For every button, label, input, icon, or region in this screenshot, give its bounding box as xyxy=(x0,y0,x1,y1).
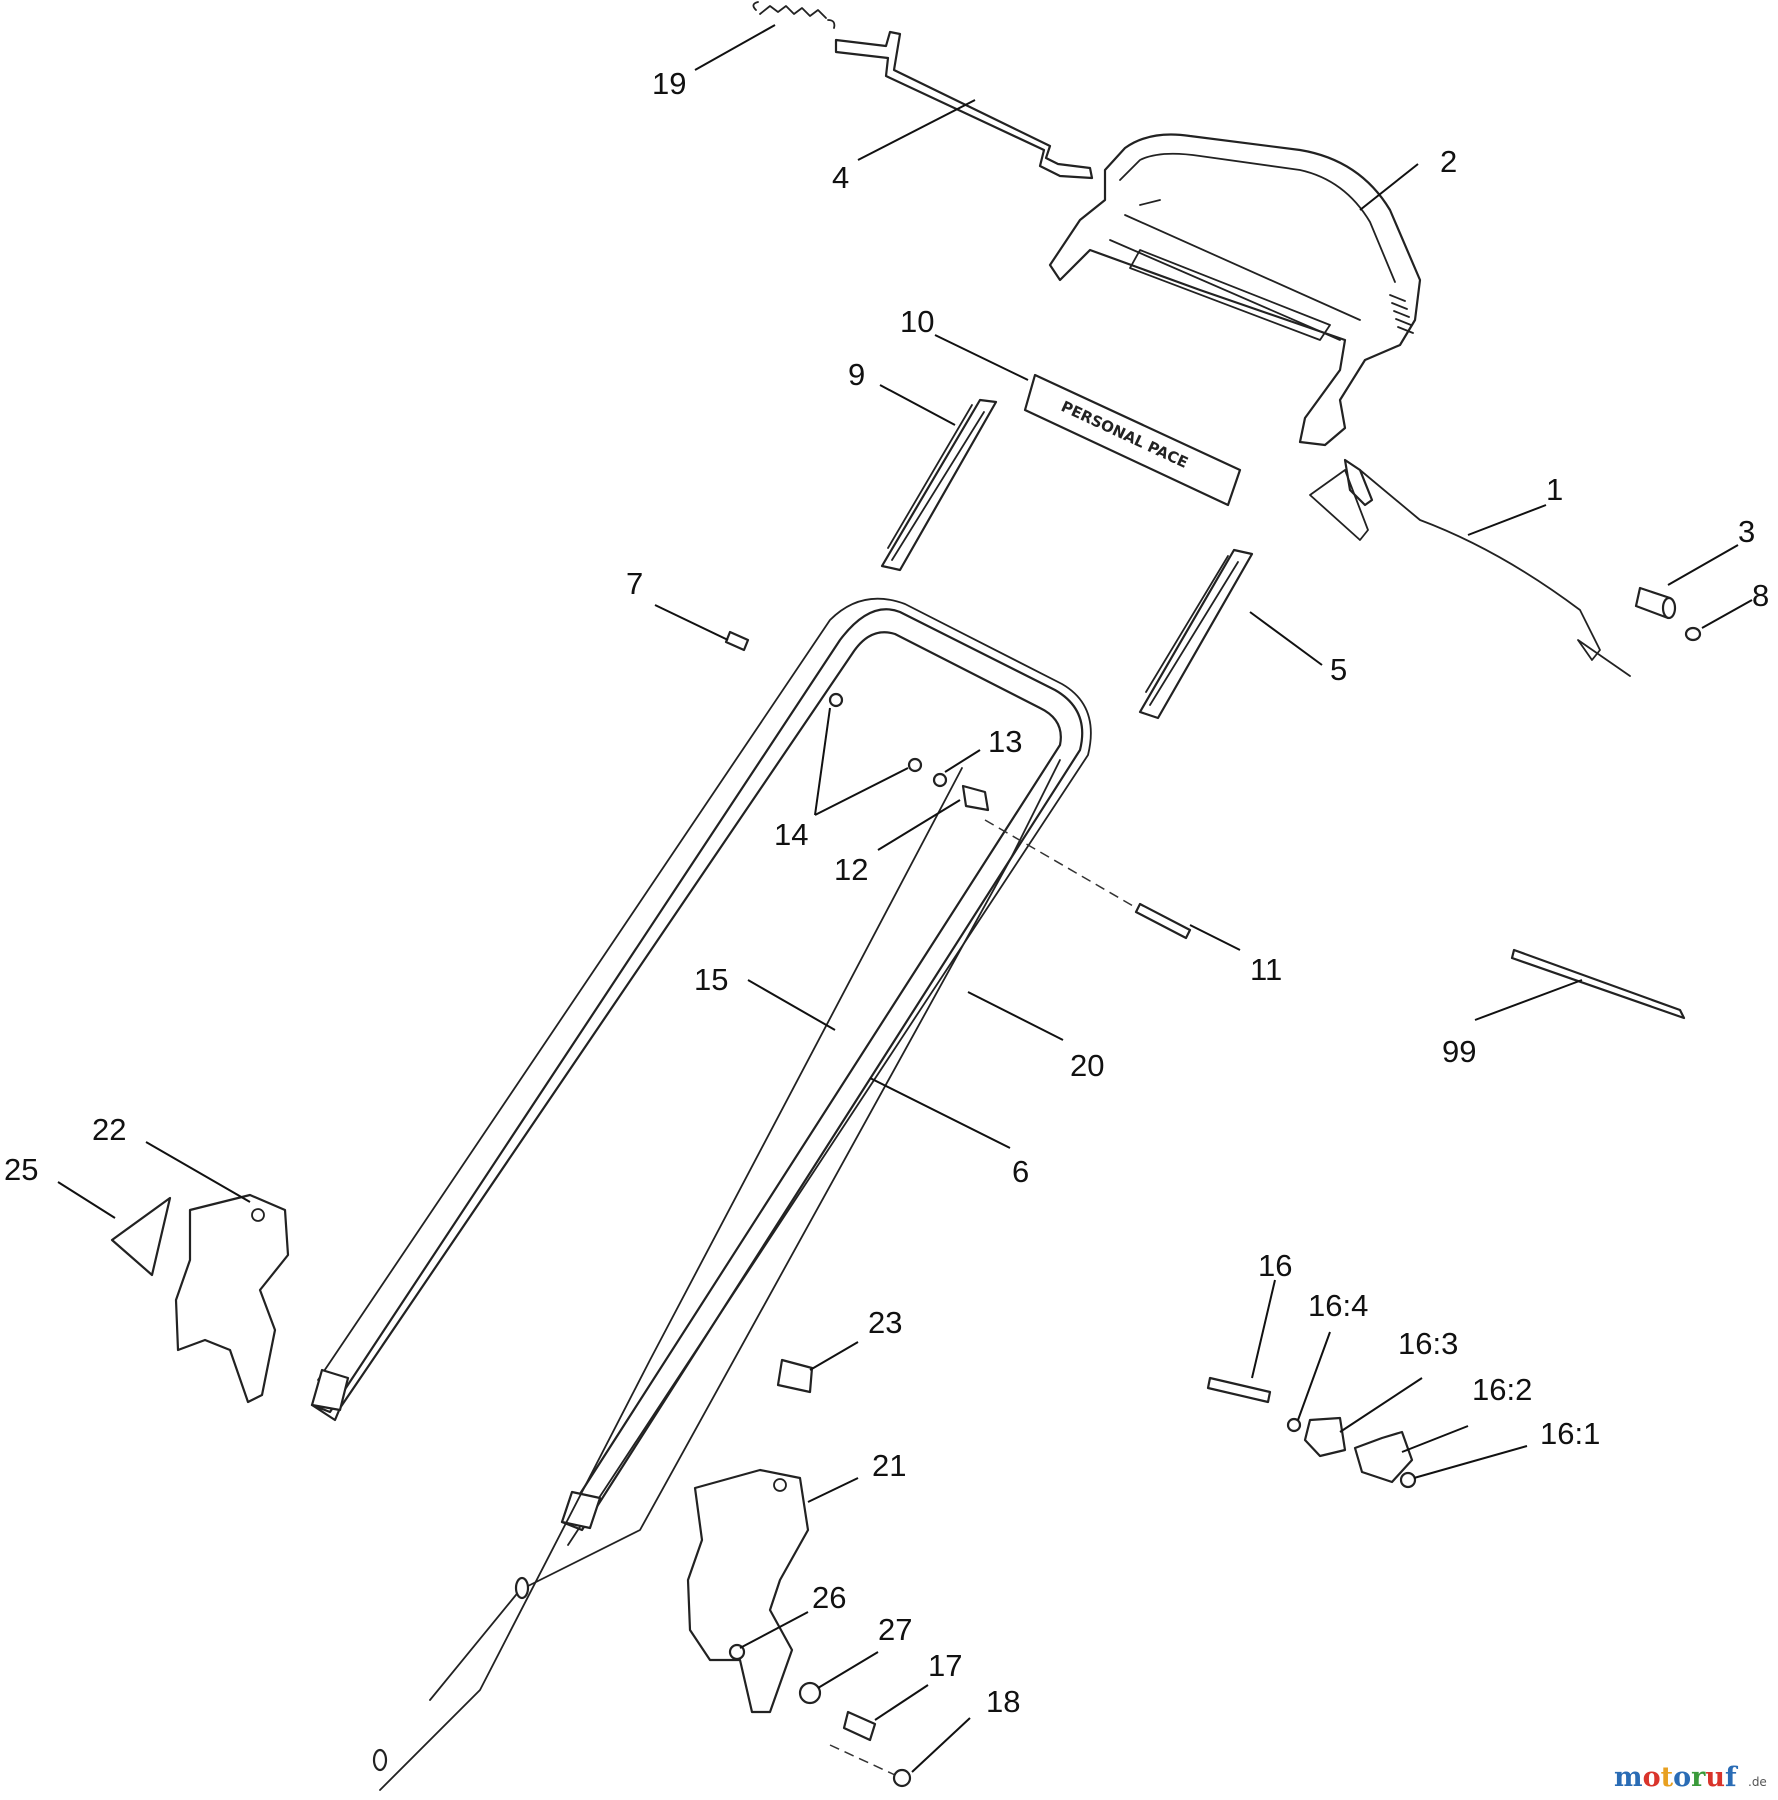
logo-wordmark: motoruf xyxy=(1614,1762,1739,1793)
callout-2: 2 xyxy=(1440,144,1457,179)
callout-11: 11 xyxy=(1250,952,1282,987)
part-20-lower-handle xyxy=(310,597,1092,1546)
logo-letter: u xyxy=(1705,1762,1725,1793)
callout-4: 4 xyxy=(832,160,849,195)
callout-22: 22 xyxy=(92,1112,126,1147)
part-23-connector xyxy=(776,1358,814,1394)
part-1-control-rod xyxy=(1309,458,1631,677)
callout-20: 20 xyxy=(1070,1048,1104,1083)
callout-12: 12 xyxy=(834,852,868,887)
part-8-washer xyxy=(1684,626,1702,642)
callout-16-3: 16:3 xyxy=(1398,1326,1458,1361)
part-25-label xyxy=(110,1196,172,1277)
part-9-trim-left xyxy=(880,398,998,572)
callout-16-1: 16:1 xyxy=(1540,1416,1600,1451)
callout-16: 16 xyxy=(1258,1248,1292,1283)
logo-letter: r xyxy=(1691,1762,1706,1793)
part-3-pin xyxy=(1634,586,1677,620)
callout-21: 21 xyxy=(872,1448,906,1483)
callout-8: 8 xyxy=(1752,578,1769,613)
part-21-bracket-right xyxy=(686,1468,810,1714)
part-11-bolt xyxy=(984,819,1192,940)
callout-23: 23 xyxy=(868,1305,902,1340)
callout-14: 14 xyxy=(774,817,808,852)
part-7-clip xyxy=(724,630,750,652)
callout-27: 27 xyxy=(878,1612,912,1647)
callout-9: 9 xyxy=(848,357,865,392)
callout-16-2: 16:2 xyxy=(1472,1372,1532,1407)
part-6-cable xyxy=(429,759,1061,1701)
callout-6: 6 xyxy=(1012,1154,1029,1189)
callout-labels: 19 4 2 10 9 1 3 8 7 5 13 14 12 11 15 20 … xyxy=(4,66,1769,1719)
part-10-decal: PERSONAL PACE xyxy=(1023,373,1242,507)
logo-letter: t xyxy=(1661,1762,1674,1793)
part-18-nut xyxy=(829,1744,912,1788)
callout-15: 15 xyxy=(694,962,728,997)
part-17-bolt xyxy=(842,1710,877,1742)
callout-5: 5 xyxy=(1330,652,1347,687)
callout-26: 26 xyxy=(812,1580,846,1615)
part-22-bracket-left xyxy=(174,1193,290,1404)
part-27-spacer xyxy=(798,1681,822,1705)
callout-3: 3 xyxy=(1738,514,1755,549)
callout-18: 18 xyxy=(986,1684,1020,1719)
part-14-nut xyxy=(828,692,923,773)
callout-16-4: 16:4 xyxy=(1308,1288,1368,1323)
part-13-washer xyxy=(932,772,948,788)
part-15-cable xyxy=(372,767,963,1791)
part-99-cable-tie xyxy=(1510,948,1686,1020)
callout-1: 1 xyxy=(1546,472,1563,507)
part-16-knob-assembly xyxy=(1206,1376,1417,1489)
part-5-trim-right xyxy=(1138,548,1254,720)
motoruf-logo: motoruf .de xyxy=(1614,1762,1767,1793)
callout-10: 10 xyxy=(900,304,934,339)
logo-letter: o xyxy=(1673,1762,1691,1793)
part-12-clip xyxy=(961,784,990,812)
leader-lines xyxy=(57,24,1753,1773)
callout-25: 25 xyxy=(4,1152,38,1187)
callout-7: 7 xyxy=(626,566,643,601)
callout-13: 13 xyxy=(988,724,1022,759)
callout-17: 17 xyxy=(928,1648,962,1683)
logo-suffix: .de xyxy=(1748,1775,1767,1789)
logo-letter: m xyxy=(1614,1762,1643,1793)
part-19-spring xyxy=(752,1,836,29)
callout-99: 99 xyxy=(1442,1034,1476,1069)
callout-19: 19 xyxy=(652,66,686,101)
logo-letter: f xyxy=(1725,1762,1739,1793)
part-2-upper-handle xyxy=(1048,133,1422,447)
logo-letter: o xyxy=(1643,1762,1661,1793)
